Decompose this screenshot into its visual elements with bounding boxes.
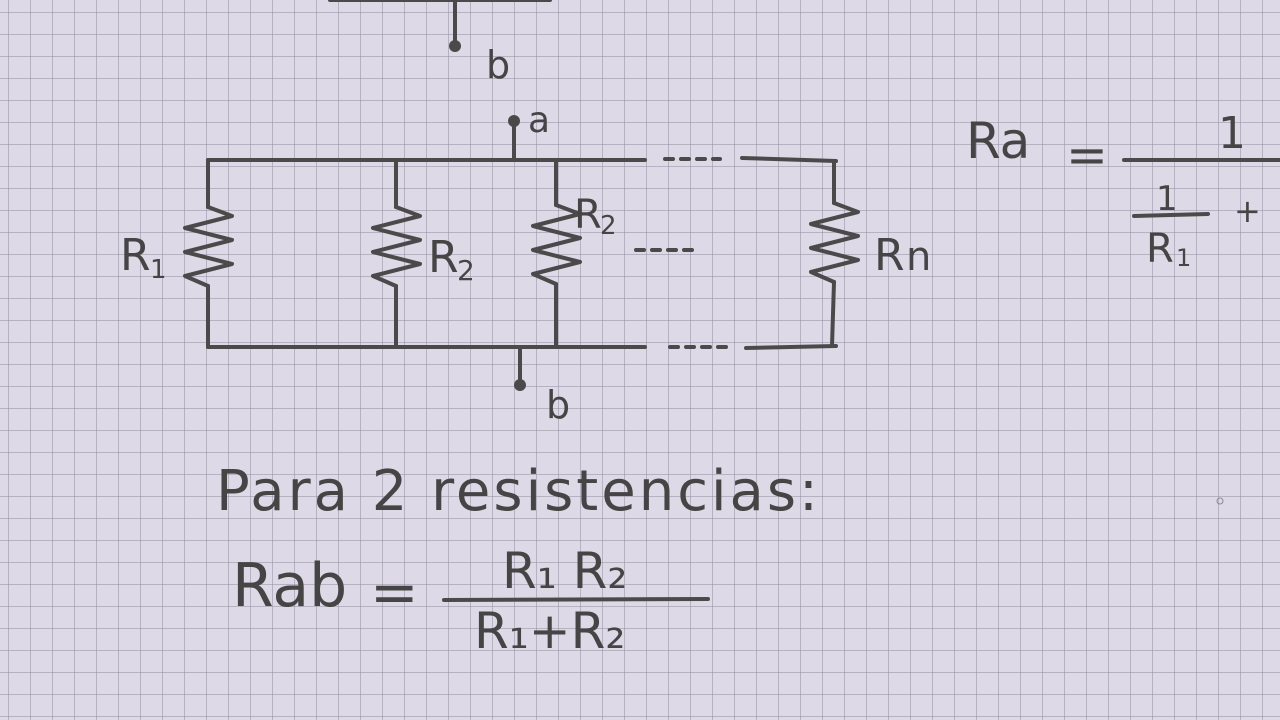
two-resistors-section: Para 2 resistencias: Rab = R₁ R₂ R₁+R₂	[216, 459, 821, 660]
terminal-b-dot	[514, 379, 526, 391]
r2a-label: R	[428, 232, 459, 283]
r2b-subscript: 2	[600, 211, 617, 241]
terminal-b-dot-top	[449, 40, 461, 52]
rn-label: R	[874, 230, 905, 281]
r2a-subscript: 2	[457, 254, 475, 287]
terminal-a-dot	[508, 115, 520, 127]
resistor-rn	[809, 159, 860, 348]
parallel-circuit: a b R 1 R 2 R 2	[120, 100, 931, 427]
general-term-denominator: R	[1146, 226, 1174, 272]
rab-numerator: R₁ R₂	[502, 542, 627, 600]
section-heading: Para 2 resistencias:	[216, 459, 821, 524]
resistor-r2-b	[531, 158, 582, 349]
general-lhs: Ra	[966, 112, 1030, 170]
rn-subscript: n	[906, 234, 931, 280]
general-equals: =	[1066, 126, 1108, 184]
top-terminal-b-label: b	[486, 43, 510, 87]
top-partial-circuit: b	[328, 0, 552, 87]
stray-dot	[1216, 497, 1224, 505]
r1-subscript: 1	[150, 255, 167, 285]
rab-lhs: Rab	[232, 551, 347, 621]
terminal-a-label: a	[528, 100, 550, 141]
resistor-r1	[183, 158, 234, 349]
resistor-r2-a	[371, 158, 422, 349]
general-numerator: 1	[1218, 108, 1246, 159]
r2b-label: R	[574, 192, 602, 238]
general-plus: +	[1234, 192, 1261, 230]
general-term-denominator-sub: 1	[1176, 244, 1191, 272]
bottom-rail-right	[744, 344, 838, 350]
r1-label: R	[120, 230, 151, 281]
general-formula: Ra = 1 1 R 1 +	[966, 108, 1280, 272]
terminal-b-label: b	[546, 383, 570, 427]
rab-denominator: R₁+R₂	[474, 602, 625, 660]
general-term-numerator: 1	[1156, 179, 1178, 219]
general-term-bar	[1132, 212, 1210, 218]
rab-equals: =	[370, 558, 419, 626]
top-rail-right	[740, 156, 838, 163]
rab-fraction-bar	[442, 597, 710, 602]
